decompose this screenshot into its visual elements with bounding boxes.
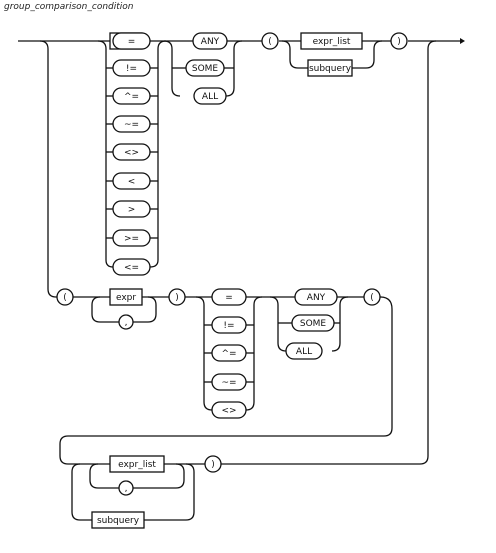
node-some: SOME (291, 314, 335, 332)
node-op-ne-tilde: ~= (112, 115, 151, 133)
node-rparen: ) (204, 455, 222, 473)
svg-text:(: ( (370, 293, 374, 303)
svg-text:>: > (128, 205, 136, 215)
svg-text:): ) (211, 460, 215, 470)
node-op-gt: > (112, 200, 151, 218)
node-op-eq: = (211, 288, 247, 306)
node-rparen: ) (390, 32, 408, 50)
svg-text:=: = (128, 37, 136, 47)
svg-text:<: < (128, 177, 136, 187)
svg-text:<>: <> (124, 148, 139, 158)
svg-text:<>: <> (221, 406, 236, 416)
node-subquery: subquery (307, 59, 353, 77)
node-some: SOME (185, 59, 225, 77)
node-any: ANY (294, 288, 338, 306)
node-expr-list: expr_list (109, 455, 165, 473)
node-op-le: <= (112, 258, 151, 276)
svg-text:ANY: ANY (201, 37, 220, 47)
node-lparen: ( (363, 288, 381, 306)
svg-text:,: , (125, 318, 128, 328)
svg-text:expr_list: expr_list (118, 460, 156, 470)
node-lparen: ( (261, 32, 279, 50)
node-lparen: ( (56, 288, 74, 306)
svg-text:~=: ~= (124, 120, 139, 130)
node-comma: , (118, 314, 134, 330)
diagram-title: group_comparison_condition (4, 2, 134, 12)
svg-text:>=: >= (124, 234, 139, 244)
node-comma: , (118, 480, 134, 496)
svg-text:^=: ^= (221, 349, 236, 359)
node-subquery: subquery (91, 511, 145, 529)
svg-text:=: = (225, 293, 233, 303)
svg-text:(: ( (63, 293, 67, 303)
svg-text:<=: <= (124, 263, 139, 273)
node-op-ne-caret: ^= (211, 344, 247, 362)
node-any: ANY (192, 32, 228, 50)
svg-text:): ) (175, 293, 179, 303)
node-op-ne-caret: ^= (112, 87, 151, 105)
svg-text:^=: ^= (124, 92, 139, 102)
svg-text:ALL: ALL (296, 347, 312, 357)
svg-text:subquery: subquery (97, 516, 140, 526)
node-op-eq: = (112, 32, 151, 50)
node-all: ALL (193, 87, 227, 105)
node-rparen: ) (168, 288, 186, 306)
svg-text:!=: != (223, 321, 234, 331)
node-op-ne-bang: != (112, 59, 151, 77)
svg-text:,: , (125, 484, 128, 494)
svg-text:SOME: SOME (192, 64, 219, 74)
svg-text:expr: expr (116, 293, 136, 303)
svg-text:subquery: subquery (309, 64, 352, 74)
svg-text:): ) (397, 37, 401, 47)
node-op-ne-bang: != (211, 316, 247, 334)
svg-text:!=: != (126, 64, 137, 74)
node-expr: expr (109, 288, 143, 306)
svg-text:expr_list: expr_list (313, 37, 351, 47)
svg-text:(: ( (268, 37, 272, 47)
svg-text:ANY: ANY (307, 293, 326, 303)
node-op-lt: < (112, 172, 151, 190)
node-op-ge: >= (112, 229, 151, 247)
diagram-lines (18, 38, 465, 521)
node-all: ALL (285, 342, 323, 360)
node-op-ne-angle: <> (112, 143, 151, 161)
svg-text:~=: ~= (221, 378, 236, 388)
svg-text:SOME: SOME (300, 319, 327, 329)
node-expr-list: expr_list (300, 32, 363, 50)
svg-text:ALL: ALL (202, 92, 218, 102)
node-op-ne-tilde: ~= (211, 373, 247, 391)
node-op-ne-angle: <> (211, 401, 247, 419)
